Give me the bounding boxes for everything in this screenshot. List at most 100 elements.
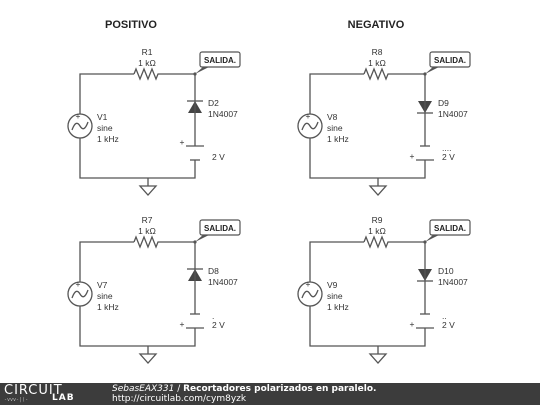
diode-model: 1N4007 [208, 109, 238, 119]
resistor-value: 1 kΩ [368, 226, 386, 236]
circuitlab-logo[interactable]: CIRCUIT -vvv-|(- LAB [4, 383, 94, 404]
output-label: SALIDA. [434, 56, 466, 65]
diode-model: 1N4007 [208, 277, 238, 287]
battery-value: 2 V [442, 320, 455, 330]
sine-wave-icon [301, 121, 319, 131]
junction-dot [193, 240, 197, 244]
battery-plus-sign: + [180, 137, 185, 147]
title-separator: / [174, 384, 184, 394]
source-plus-sign: + [306, 111, 311, 121]
diode-model: 1N4007 [438, 109, 468, 119]
sine-source-symbol [297, 281, 323, 307]
resistor-symbol [363, 235, 390, 249]
resistor-name: R9 [372, 215, 383, 225]
resistor-name: R8 [372, 47, 383, 57]
resistor-name: R1 [142, 47, 153, 57]
source-frequency: 1 kHz [327, 302, 349, 312]
output-tag [199, 219, 241, 236]
heading-negativo: NEGATIVO [348, 19, 405, 31]
output-tag [199, 51, 241, 68]
output-label: SALIDA. [204, 224, 236, 233]
output-tag-pointer [195, 235, 209, 242]
source-plus-sign: + [76, 279, 81, 289]
wire-left-top [79, 73, 134, 114]
ground-icon [138, 185, 158, 196]
resistor-value: 1 kΩ [368, 58, 386, 68]
circuit-credit: SebasEAX331 / Recortadores polarizados e… [112, 384, 376, 404]
source-type: sine [327, 123, 343, 133]
battery-value: 2 V [442, 152, 455, 162]
output-tag-pointer [425, 67, 439, 74]
output-tag-pointer [195, 67, 209, 74]
circuit-url[interactable]: http://circuitlab.com/cym8yzk [112, 394, 247, 404]
source-plus-sign: + [76, 111, 81, 121]
source-type: sine [97, 291, 113, 301]
wire-top-right [390, 73, 426, 96]
logo-circuit-glyph: -vvv-|(- [4, 397, 29, 403]
sine-source-symbol [67, 281, 93, 307]
wire-bottom [309, 306, 426, 347]
sine-wave-icon [71, 289, 89, 299]
resistor-name: R7 [142, 215, 153, 225]
resistor-value: 1 kΩ [138, 226, 156, 236]
footer-bar: CIRCUIT -vvv-|(- LAB SebasEAX331 / Recor… [0, 383, 540, 405]
ground-icon [368, 185, 388, 196]
resistor-value: 1 kΩ [138, 58, 156, 68]
source-name: V8 [327, 112, 338, 122]
output-tag-pointer [425, 235, 439, 242]
wire-left-top [309, 73, 364, 114]
sine-wave-icon [301, 289, 319, 299]
diode-name: D10 [438, 266, 454, 276]
sine-source-symbol [67, 113, 93, 139]
source-name: V9 [327, 280, 338, 290]
battery-extra-mark: .... [442, 143, 451, 153]
sine-wave-icon [71, 121, 89, 131]
output-label: SALIDA. [204, 56, 236, 65]
wire-left-top [79, 241, 134, 282]
resistor-symbol [133, 67, 160, 81]
output-tag [429, 51, 471, 68]
diode-name: D8 [208, 266, 219, 276]
source-frequency: 1 kHz [97, 302, 119, 312]
diode-name: D9 [438, 98, 449, 108]
source-frequency: 1 kHz [327, 134, 349, 144]
logo-line1: CIRCUIT [4, 383, 63, 398]
wire-top-right [390, 241, 426, 264]
ground-icon [368, 353, 388, 364]
battery-extra-mark: . [212, 311, 214, 321]
wire-bottom [79, 306, 196, 347]
junction-dot [423, 72, 427, 76]
wire-top-right [160, 241, 196, 264]
source-type: sine [327, 291, 343, 301]
ground-icon [138, 353, 158, 364]
battery-plus-sign: + [180, 319, 185, 329]
battery-value: 2 V [212, 320, 225, 330]
heading-positivo: POSITIVO [105, 19, 157, 31]
source-name: V1 [97, 112, 108, 122]
source-plus-sign: + [306, 279, 311, 289]
source-frequency: 1 kHz [97, 134, 119, 144]
wire-left-top [309, 241, 364, 282]
battery-plus-sign: + [410, 319, 415, 329]
battery-extra-mark: .. [442, 311, 447, 321]
junction-dot [423, 240, 427, 244]
resistor-symbol [133, 235, 160, 249]
circuit-title: Recortadores polarizados en paralelo. [183, 384, 377, 394]
wire-bottom [309, 138, 426, 179]
wire-top-right [160, 73, 196, 96]
wire-bottom [79, 138, 196, 179]
logo-line2: LAB [52, 393, 75, 403]
diode-name: D2 [208, 98, 219, 108]
battery-plus-sign: + [410, 151, 415, 161]
author-name[interactable]: SebasEAX331 [112, 384, 175, 394]
battery-value: 2 V [212, 152, 225, 162]
junction-dot [193, 72, 197, 76]
source-name: V7 [97, 280, 108, 290]
sine-source-symbol [297, 113, 323, 139]
